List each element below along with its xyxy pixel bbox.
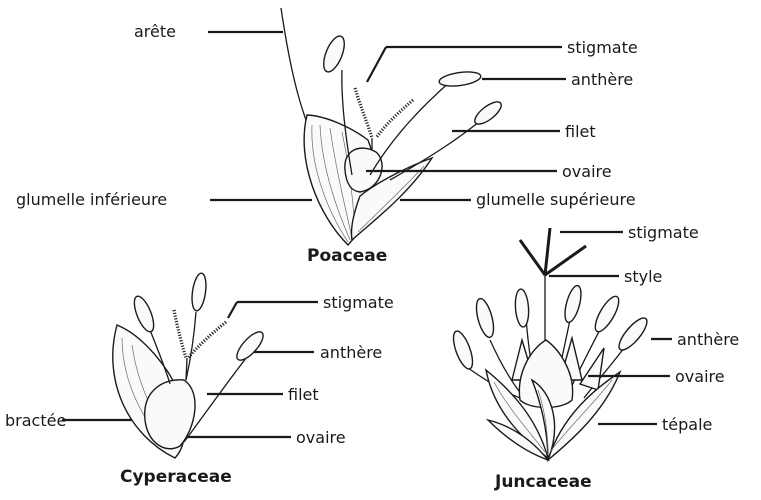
cyperaceae-flower bbox=[113, 272, 267, 458]
label-juncaceae-stigmate: stigmate bbox=[628, 223, 699, 242]
cyperaceae-anthere-drawing bbox=[130, 294, 157, 334]
poaceae-flower bbox=[281, 8, 505, 245]
label-poaceae-ovaire: ovaire bbox=[562, 162, 612, 181]
title-juncaceae: Juncaceae bbox=[494, 472, 592, 492]
label-bractee: bractée bbox=[5, 411, 66, 430]
labels: arête stigmate anthère filet ovaire glum… bbox=[5, 22, 739, 492]
label-poaceae-filet: filet bbox=[565, 122, 596, 141]
label-arete: arête bbox=[134, 22, 176, 41]
label-juncaceae-ovaire: ovaire bbox=[675, 367, 725, 386]
poaceae-stigmate-drawing bbox=[355, 88, 372, 138]
label-cyperaceae-stigmate: stigmate bbox=[323, 293, 394, 312]
title-poaceae: Poaceae bbox=[307, 246, 387, 266]
poaceae-anthere-drawing bbox=[319, 33, 348, 74]
label-cyperaceae-ovaire: ovaire bbox=[296, 428, 346, 447]
label-juncaceae-style: style bbox=[624, 267, 662, 286]
label-cyperaceae-anthere: anthère bbox=[320, 343, 382, 362]
label-tepale: tépale bbox=[662, 415, 712, 434]
label-poaceae-stigmate: stigmate bbox=[567, 38, 638, 57]
label-poaceae-anthere: anthère bbox=[571, 70, 633, 89]
poaceae-arete-drawing bbox=[281, 8, 309, 128]
cyperaceae-stigmate-drawing bbox=[174, 310, 186, 358]
label-cyperaceae-filet: filet bbox=[288, 385, 319, 404]
juncaceae-anthere-drawing bbox=[450, 329, 477, 371]
label-juncaceae-anthere: anthère bbox=[677, 330, 739, 349]
label-glumelle-superieure: glumelle supérieure bbox=[476, 190, 636, 209]
juncaceae-stigmate-drawing bbox=[520, 228, 586, 275]
title-cyperaceae: Cyperaceae bbox=[120, 467, 232, 487]
label-glumelle-inferieure: glumelle inférieure bbox=[16, 190, 167, 209]
juncaceae-flower bbox=[450, 228, 652, 460]
